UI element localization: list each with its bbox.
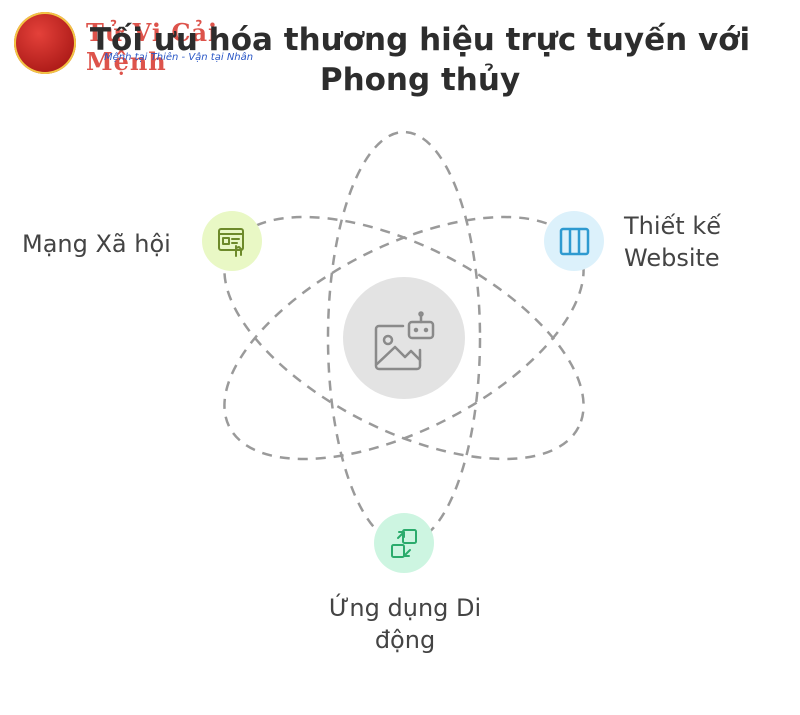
social-media-app-icon: [218, 228, 244, 257]
node-web-circle: [544, 211, 604, 271]
node-social: [202, 211, 262, 271]
logo-badge-icon: [14, 12, 76, 74]
brand-logo: Tử Vi Cải Mệnh Mệnh tại Thiên - Vận tại …: [8, 8, 278, 78]
center-node: [343, 277, 465, 399]
orbit-vertical: [326, 130, 482, 546]
image-with-bot-icon: [374, 311, 435, 371]
node-social-label: Mạng Xã hội: [22, 230, 171, 258]
node-web-label: Thiết kế Website: [624, 212, 722, 272]
mobile-app-arrows-icon: [391, 529, 417, 558]
logo-brand-text: Tử Vi Cải Mệnh: [86, 18, 219, 76]
center-circle: [343, 277, 465, 399]
node-web: [544, 211, 604, 271]
orbit-tilt-left: [223, 215, 585, 461]
node-mobile: [374, 513, 434, 573]
node-mobile-label: Ứng dụng Di động: [328, 594, 482, 654]
diagram-title: Tối ưu hóa thương hiệu trực tuyến với Ph…: [89, 22, 751, 98]
website-layout-icon: [559, 227, 590, 256]
node-social-circle: [202, 211, 262, 271]
logo-slogan: Mệnh tại Thiên - Vận tại Nhân: [104, 52, 254, 63]
